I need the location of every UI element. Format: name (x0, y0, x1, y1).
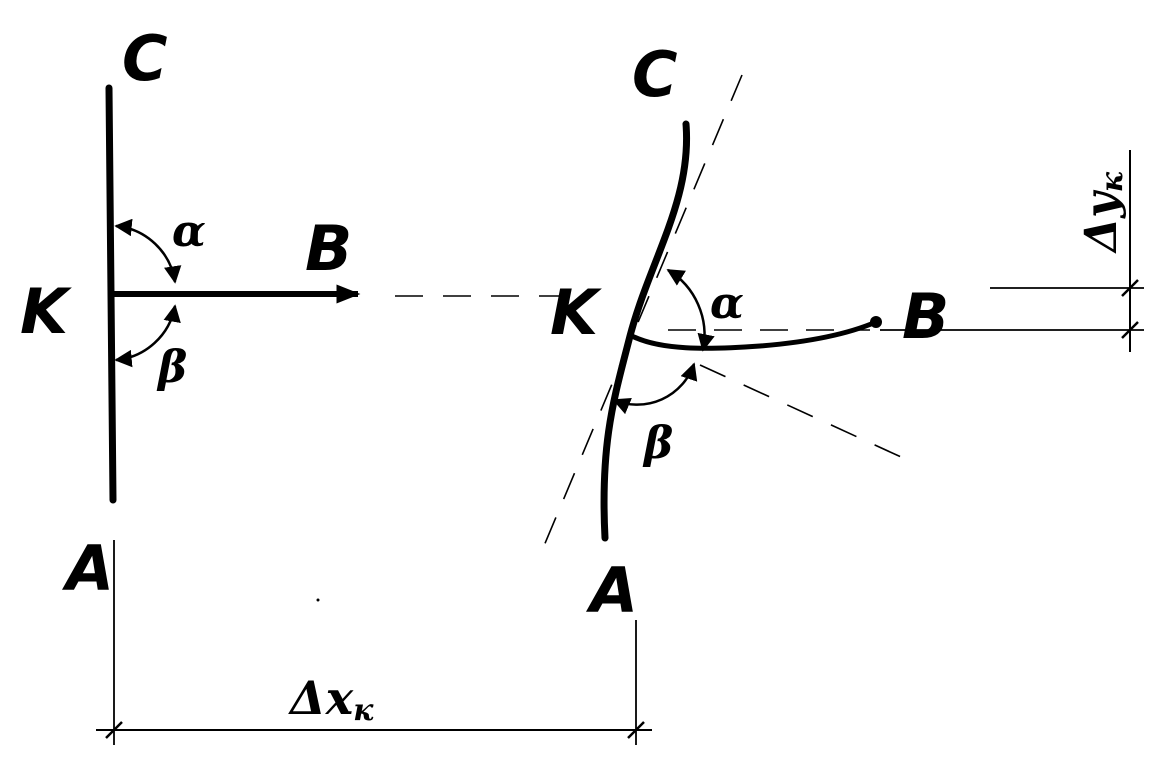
left-angle-alpha-label: α (172, 206, 206, 257)
right-b-tangent-dashed-line (699, 364, 913, 463)
horizontal-dimension: Δxк (96, 540, 652, 745)
right-member-kb (629, 319, 879, 351)
speck-dot (316, 598, 320, 602)
right-angle-beta-label: β (642, 418, 673, 469)
dim-tick-bottom (1121, 321, 1139, 339)
right-label-c: C (632, 38, 678, 111)
left-joint: C K B A α β (20, 22, 361, 605)
dim-label-horizontal: Δxк (288, 671, 374, 728)
dim-label-vertical-sub: к (1095, 171, 1130, 192)
dim-tick-right (627, 721, 645, 739)
dim-label-horizontal-sub: к (353, 693, 374, 728)
right-angle-beta-arc (612, 362, 698, 415)
left-label-c: C (122, 22, 168, 95)
left-angle-beta-arc (114, 304, 181, 368)
right-label-k: K (550, 276, 602, 349)
left-angle-alpha-arc (114, 218, 182, 284)
right-label-a: A (585, 554, 638, 627)
dim-tick-left (105, 721, 123, 739)
right-member-ac (600, 120, 691, 542)
left-label-a: A (61, 532, 114, 605)
dim-label-vertical: Δyк (1076, 171, 1130, 254)
vertical-dimension: Δyк (880, 150, 1144, 352)
right-angle-alpha-label: α (710, 278, 744, 329)
right-node-b (870, 316, 882, 328)
right-angle-alpha-arc (666, 268, 715, 352)
right-tangent-dashed-line (537, 74, 743, 561)
right-joint: C K B A α β (537, 38, 949, 627)
right-label-b: B (902, 280, 949, 353)
left-label-b: B (305, 212, 352, 285)
dim-tick-top (1121, 279, 1139, 297)
left-label-k: K (20, 275, 72, 348)
left-angle-beta-label: β (156, 342, 187, 393)
